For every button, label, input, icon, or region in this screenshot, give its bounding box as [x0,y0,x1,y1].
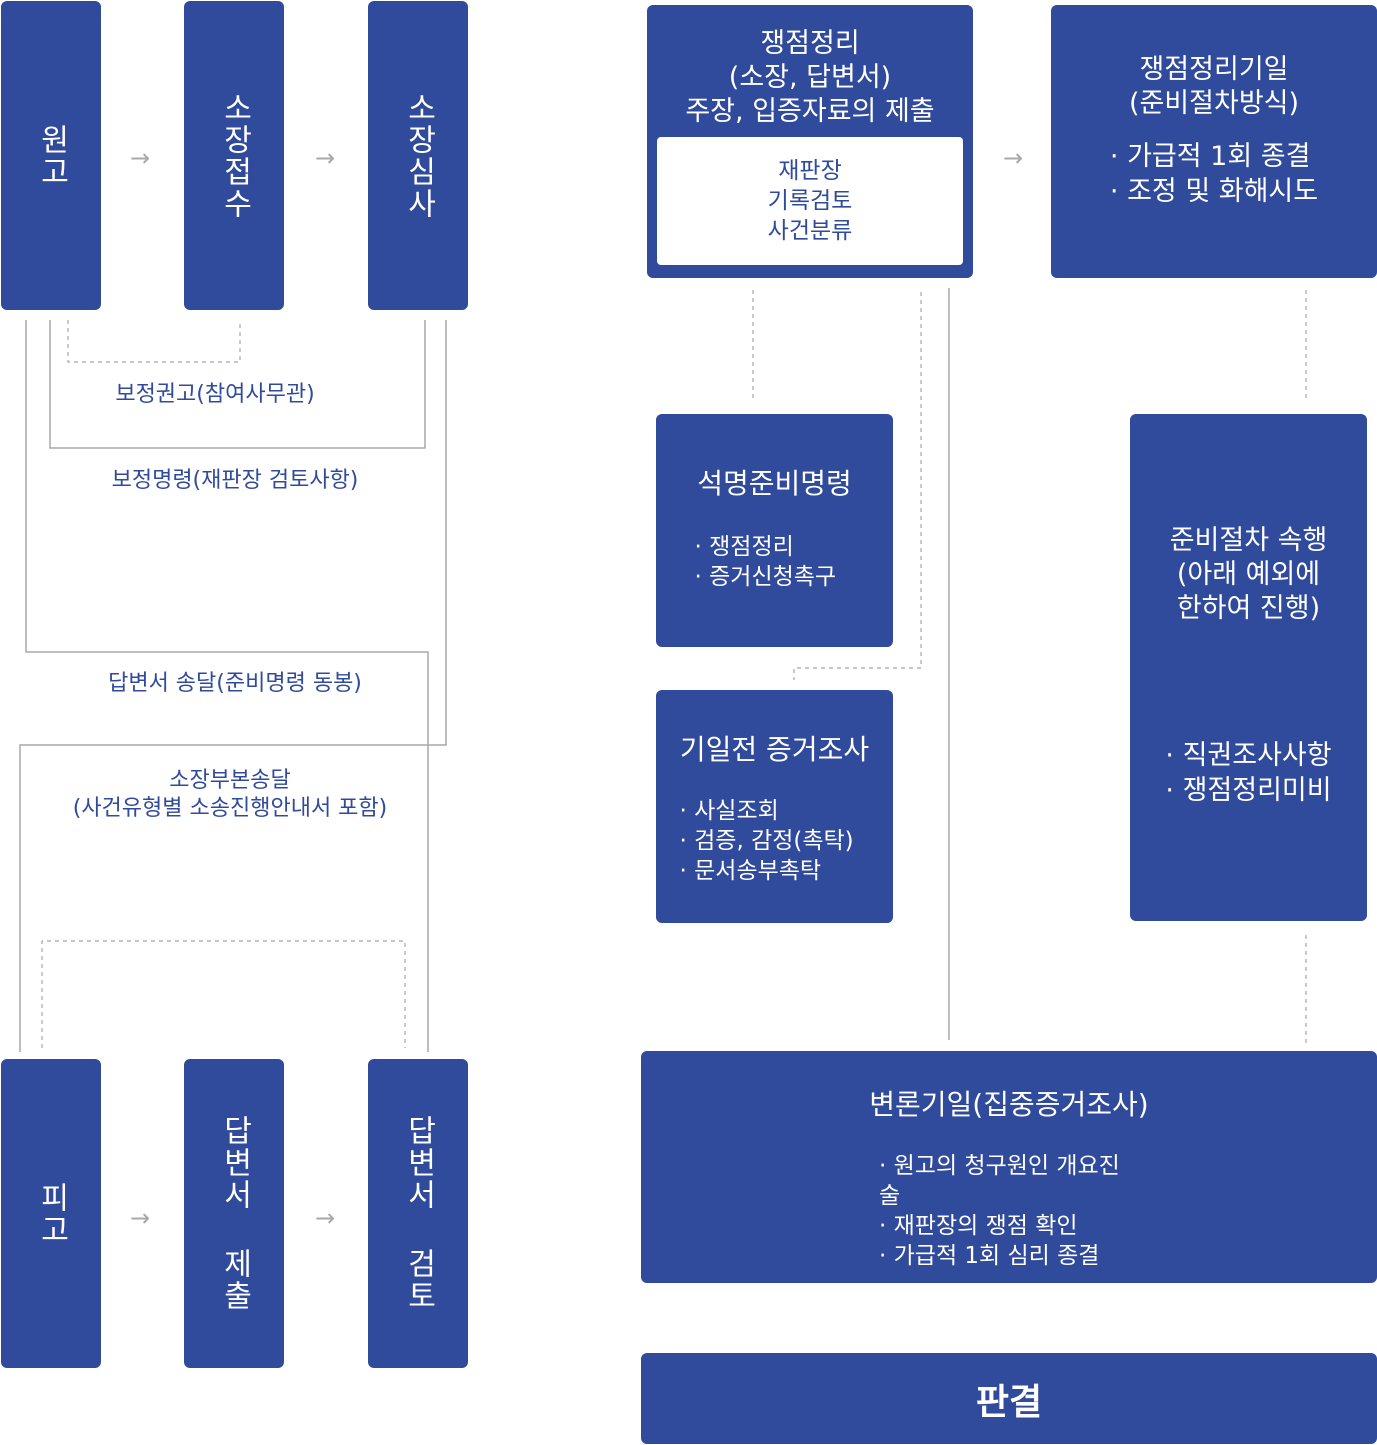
correction-order-line [49,320,426,449]
judgment-label: 판결 [975,1381,1043,1423]
defendant-label: 피고 [34,1181,69,1246]
prep-proc-list: 직권조사사항 쟁점정리미비 [1165,738,1332,808]
pre-evidence-box: 기일전 증거조사 사실조회 검증, 감정(촉탁) 문서송부촉탁 [656,690,893,923]
defendant-box: 피고 [1,1059,101,1368]
list-item: 증거신청촉구 [695,562,855,592]
correction-advice-line [67,320,241,363]
hearing-list: 원고의 청구원인 개요진술 재판장의 쟁점 확인 가급적 1회 심리 종결 [879,1151,1139,1271]
review-label: 소장심사 [401,91,436,220]
answer-delivery-label: 답변서 송달(준비명령 동봉) [108,671,362,696]
list-item: 쟁점정리 [695,532,855,562]
issue-date-title: 쟁점정리기일 (준비절차방식) [1128,54,1300,119]
correction-order-label: 보정명령(재판장 검토사항) [111,468,359,493]
issue-date-box: 쟁점정리기일 (준비절차방식) 가급적 1회 종결 조정 및 화해시도 [1051,5,1377,278]
issue-box: 쟁점정리 (소장, 답변서) 주장, 입증자료의 제출 재판장 기록검토 사건분… [647,5,973,278]
defendant-loop-line [41,940,406,1048]
list-item: 문서송부촉탁 [680,856,870,886]
arrow-icon: → [130,144,151,172]
answer-submit-box: 답변서 제출 [184,1059,284,1368]
filing-label: 소장접수 [217,91,252,220]
list-item: 원고의 청구원인 개요진술 [879,1151,1139,1211]
answer-submit-label: 답변서 제출 [217,1115,252,1312]
issue-inner-box: 재판장 기록검토 사건분류 [657,137,963,265]
written-prep-box: 석명준비명령 쟁점정리 증거신청촉구 [656,414,893,647]
issue-to-pre-evidence-line [793,292,922,680]
answer-delivery-line [25,320,429,1052]
issue-date-list: 가급적 1회 종결 조정 및 화해시도 [1110,139,1318,209]
answer-review-box: 답변서 검토 [368,1059,468,1368]
list-item: 사실조회 [680,796,870,826]
hearing-box: 변론기일(집중증거조사) 원고의 청구원인 개요진술 재판장의 쟁점 확인 가급… [641,1051,1377,1283]
pre-evidence-title: 기일전 증거조사 [679,733,870,766]
answer-review-label: 답변서 검토 [401,1115,436,1312]
list-item: 가급적 1회 심리 종결 [879,1241,1139,1271]
prep-proc-box: 준비절차 속행 (아래 예외에 한하여 진행) 직권조사사항 쟁점정리미비 [1130,414,1367,921]
arrow-icon: → [1003,144,1024,172]
arrow-icon: → [315,144,336,172]
pre-evidence-list: 사실조회 검증, 감정(촉탁) 문서송부촉탁 [680,796,870,886]
arrow-icon: → [315,1204,336,1232]
complaint-copy-label: 소장부본송달 (사건유형별 소송진행안내서 포함) [72,768,388,821]
plaintiff-box: 원고 [1,1,101,310]
plaintiff-label: 원고 [34,123,69,188]
list-item: 조정 및 화해시도 [1110,174,1318,209]
hearing-title: 변론기일(집중증거조사) [869,1088,1149,1121]
list-item: 직권조사사항 [1165,738,1332,773]
judgment-box: 판결 [641,1353,1377,1444]
complaint-copy-line [19,320,447,1052]
filing-box: 소장접수 [184,1,284,310]
prep-proc-title: 준비절차 속행 (아래 예외에 한하여 진행) [1169,525,1328,624]
written-prep-list: 쟁점정리 증거신청촉구 [695,532,855,592]
issue-box-title: 쟁점정리 (소장, 답변서) 주장, 입증자료의 제출 [685,28,935,127]
list-item: 쟁점정리미비 [1165,773,1332,808]
written-prep-title: 석명준비명령 [697,467,852,500]
list-item: 가급적 1회 종결 [1110,139,1318,174]
list-item: 재판장의 쟁점 확인 [879,1211,1139,1241]
list-item: 검증, 감정(촉탁) [680,826,870,856]
correction-advice-label: 보정권고(참여사무관) [115,382,315,407]
arrow-icon: → [130,1204,151,1232]
review-box: 소장심사 [368,1,468,310]
issue-inner-text: 재판장 기록검토 사건분류 [767,158,853,244]
